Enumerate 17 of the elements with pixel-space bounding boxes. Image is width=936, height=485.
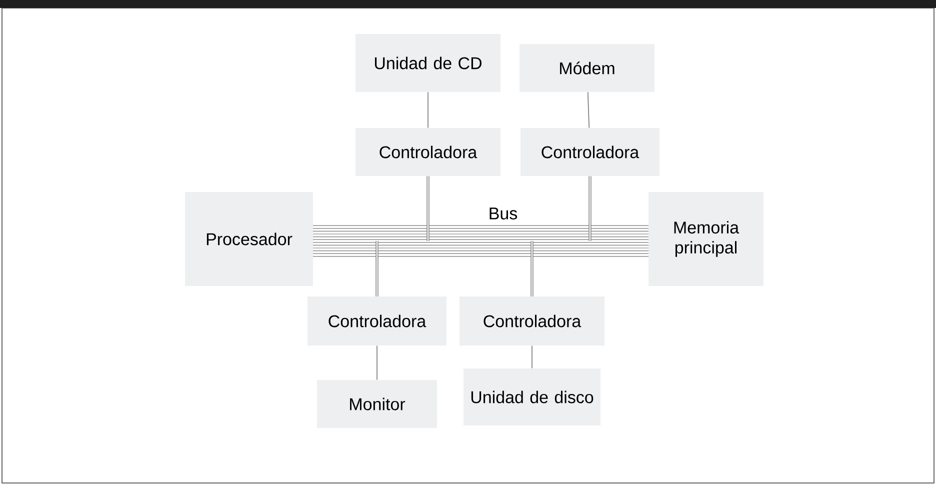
connector-line [376, 241, 378, 296]
connector-line [530, 241, 534, 296]
bus-band: Bus [312, 208, 650, 257]
component-box: Controladora [356, 128, 500, 176]
connector-line [588, 176, 592, 241]
component-box: Memoria principal [648, 192, 764, 286]
connector-line [426, 176, 430, 241]
component-box: Controladora [308, 296, 446, 346]
component-box: Módem [520, 44, 654, 92]
component-box: Monitor [317, 380, 437, 428]
component-box: Unidad de CD [356, 34, 500, 92]
connector-line [587, 92, 590, 128]
component-box: Controladora [460, 296, 604, 346]
component-box: Unidad de disco [464, 368, 600, 426]
component-box: Controladora [520, 128, 660, 176]
connector-line [376, 345, 378, 380]
component-box: Procesador [185, 192, 313, 286]
